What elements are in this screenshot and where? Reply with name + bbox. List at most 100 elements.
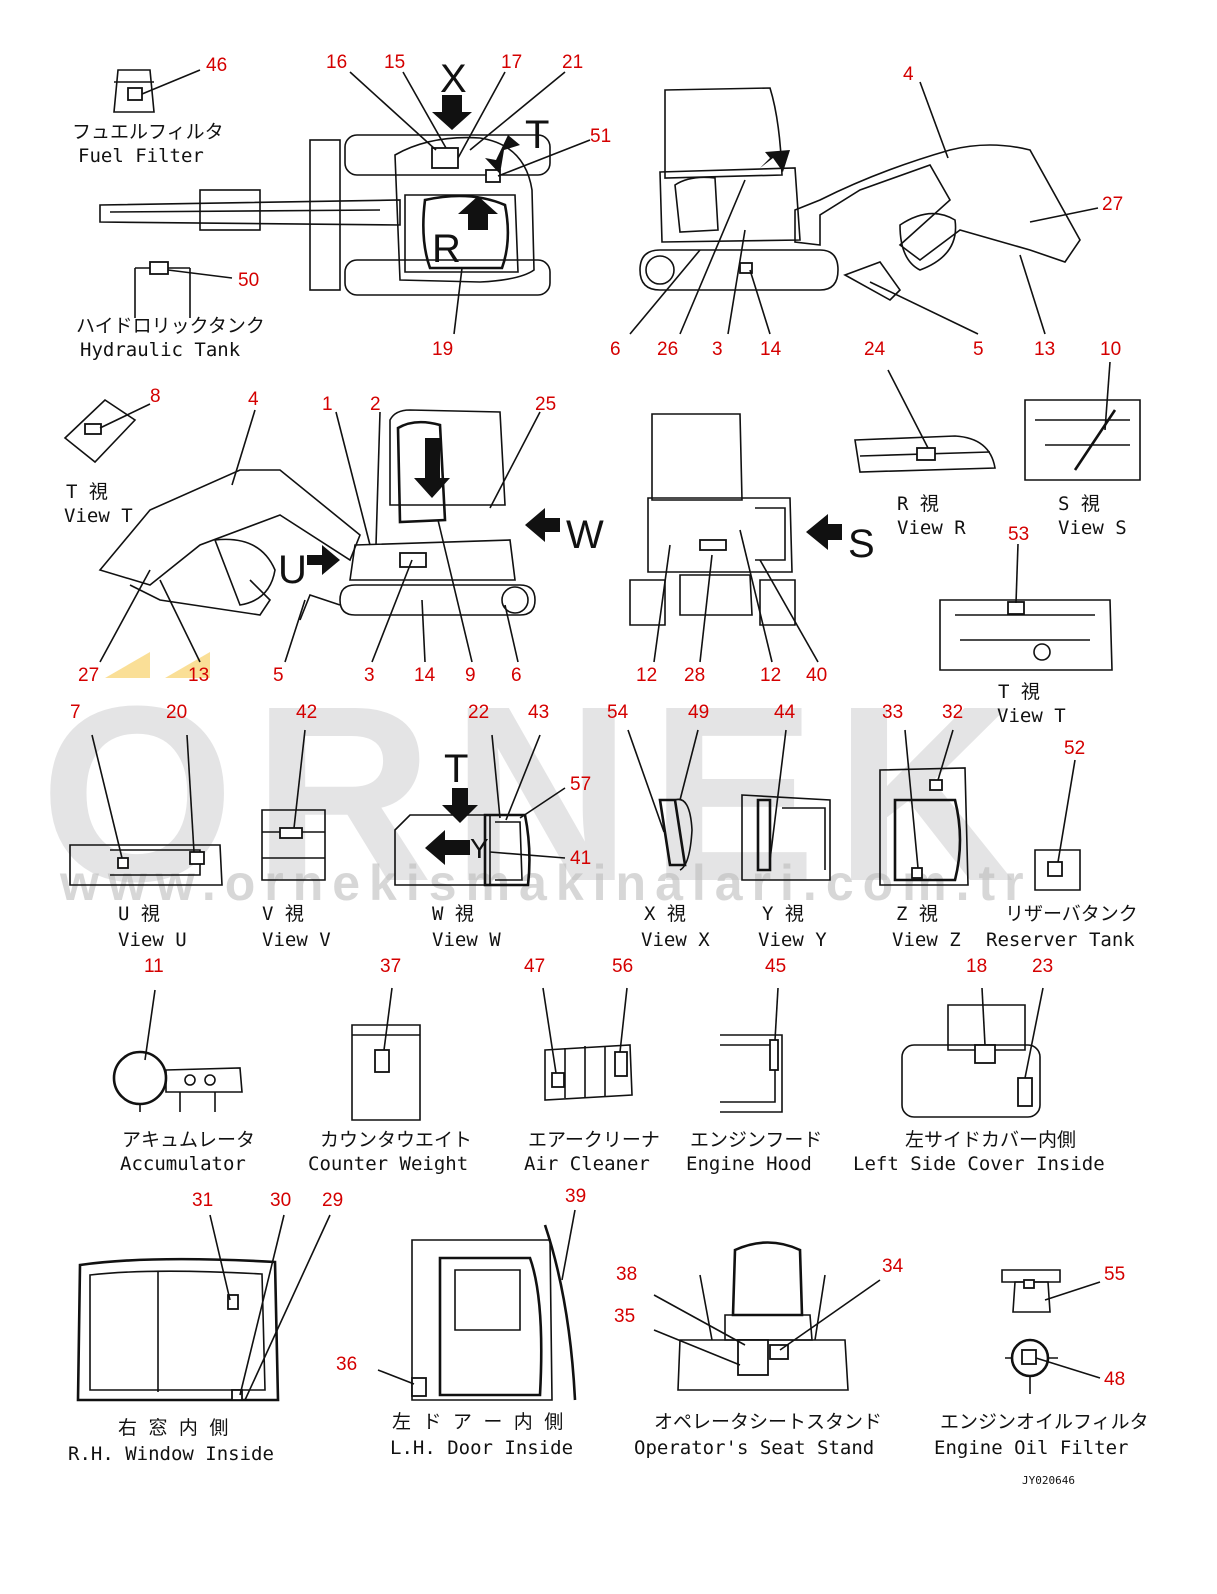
arrow-letter-y: Y: [470, 833, 489, 864]
callout-7: 7: [70, 702, 81, 723]
seat-stand-figure: [653, 1241, 881, 1391]
watermark: ORNEK www.ornekismakinalari.com.tr: [40, 652, 1033, 933]
arrow-letter-w: W: [566, 513, 604, 557]
callout-46: 46: [206, 55, 227, 76]
callout-26: 26: [657, 339, 678, 360]
callout-34: 34: [882, 1256, 904, 1277]
lh-door-figure: [377, 1209, 577, 1401]
view-s-figure: [1024, 361, 1141, 481]
lh-door-label-en: L.H. Door Inside: [390, 1437, 573, 1459]
left-side-cover-label-en: Left Side Cover Inside: [853, 1153, 1105, 1175]
callout-9: 9: [465, 665, 476, 686]
callout-43: 43: [528, 702, 549, 723]
engine-oil-filter-label-jp: エンジンオイルフィルタ: [940, 1411, 1149, 1433]
callout-31: 31: [192, 1190, 213, 1211]
counter-weight-label-en: Counter Weight: [308, 1153, 468, 1175]
watermark-url: www.ornekismakinalari.com.tr: [59, 855, 1033, 911]
machine-left-side-view: [98, 409, 560, 621]
view-s-label-jp: S 視: [1058, 493, 1100, 515]
view-y-label-jp: Y 視: [762, 903, 804, 925]
view-r-label-jp: R 視: [897, 493, 939, 515]
callout-37: 37: [380, 956, 401, 977]
callout-57: 57: [570, 774, 591, 795]
callout-10: 10: [1100, 339, 1121, 360]
leader-lines-rear-view: [653, 529, 819, 663]
leader-lines-left-view: [99, 409, 541, 663]
callout-27-left: 27: [78, 665, 99, 686]
callout-41: 41: [570, 848, 591, 869]
seat-stand-label-jp: オペレータシートスタンド: [654, 1411, 882, 1433]
callout-36: 36: [336, 1354, 357, 1375]
callout-8: 8: [150, 386, 161, 407]
engine-hood-figure: [720, 987, 783, 1113]
accumulator-figure: [112, 989, 243, 1112]
callout-21: 21: [562, 52, 583, 73]
watermark-accent-left: [105, 652, 150, 678]
callout-2: 2: [370, 394, 381, 415]
view-t2-label-en: View T: [997, 705, 1066, 727]
callout-53: 53: [1008, 524, 1029, 545]
view-u-label-en: View U: [118, 929, 187, 951]
arrow-letter-r: R: [432, 227, 461, 271]
rh-window-label-jp: 右 窓 内 側: [118, 1417, 228, 1439]
arrow-letter-s: S: [848, 522, 875, 566]
callout-3-top: 3: [712, 339, 723, 360]
view-r-figure: [854, 369, 996, 473]
view-v-figure: [261, 729, 326, 881]
machine-right-side-view: [639, 87, 1081, 301]
drawing-code: JY020646: [1022, 1474, 1075, 1487]
reserver-tank-label-en: Reserver Tank: [986, 929, 1135, 951]
callout-38: 38: [616, 1264, 637, 1285]
callout-51: 51: [590, 126, 611, 147]
callout-24: 24: [864, 339, 886, 360]
view-x-label-en: View X: [641, 929, 710, 951]
view-v-label-jp: V 視: [262, 903, 304, 925]
callout-55: 55: [1104, 1264, 1125, 1285]
callout-23: 23: [1032, 956, 1053, 977]
hydraulic-tank-label-en: Hydraulic Tank: [80, 339, 241, 361]
engine-hood-label-jp: エンジンフード: [690, 1129, 822, 1151]
view-t1-label-jp: T 視: [66, 481, 108, 503]
arrow-letter-t-top: T: [525, 113, 549, 157]
reserver-tank-label-jp: リザーバタンク: [1005, 903, 1138, 925]
engine-oil-filter-figure: [1001, 1269, 1101, 1394]
fuel-filter-label-en: Fuel Filter: [78, 145, 204, 167]
leader-lines-top-view: [349, 71, 591, 335]
callout-5-left: 5: [273, 665, 284, 686]
callout-12-right: 12: [760, 665, 781, 686]
callout-42: 42: [296, 702, 317, 723]
view-u-figure: [69, 734, 223, 886]
callout-50: 50: [238, 270, 259, 291]
callout-16: 16: [326, 52, 347, 73]
callout-47: 47: [524, 956, 545, 977]
view-x-label-jp: X 視: [644, 903, 686, 925]
callout-35: 35: [614, 1306, 635, 1327]
view-t1-label-en: View T: [64, 505, 133, 527]
seat-stand-label-en: Operator's Seat Stand: [634, 1437, 874, 1459]
leader-lines-right-view: [629, 81, 1099, 335]
view-y-label-en: View Y: [758, 929, 827, 951]
callout-45: 45: [765, 956, 786, 977]
view-w-label-en: View W: [432, 929, 501, 951]
air-cleaner-label-en: Air Cleaner: [524, 1153, 650, 1175]
arrow-letter-u: U: [278, 548, 307, 592]
rh-window-label-en: R.H. Window Inside: [68, 1443, 274, 1465]
callout-13-top: 13: [1034, 339, 1055, 360]
callout-40: 40: [806, 665, 827, 686]
hydraulic-tank-figure: [134, 261, 233, 318]
rh-window-figure: [76, 1214, 331, 1402]
callout-29: 29: [322, 1190, 343, 1211]
callout-18: 18: [966, 956, 987, 977]
callout-54: 54: [607, 702, 629, 723]
callout-22: 22: [468, 702, 489, 723]
view-r-label-en: View R: [897, 517, 966, 539]
counter-weight-label-jp: カウンタウエイト: [320, 1129, 472, 1151]
view-z-figure: [879, 729, 969, 886]
engine-oil-filter-label-en: Engine Oil Filter: [934, 1437, 1128, 1459]
machine-top-view: [99, 95, 551, 296]
accumulator-label-jp: アキュムレータ: [122, 1129, 255, 1151]
left-side-cover-figure: [901, 987, 1044, 1118]
view-x-figure: [627, 729, 699, 871]
fuel-filter-label-jp: フュエルフィルタ: [72, 121, 224, 143]
